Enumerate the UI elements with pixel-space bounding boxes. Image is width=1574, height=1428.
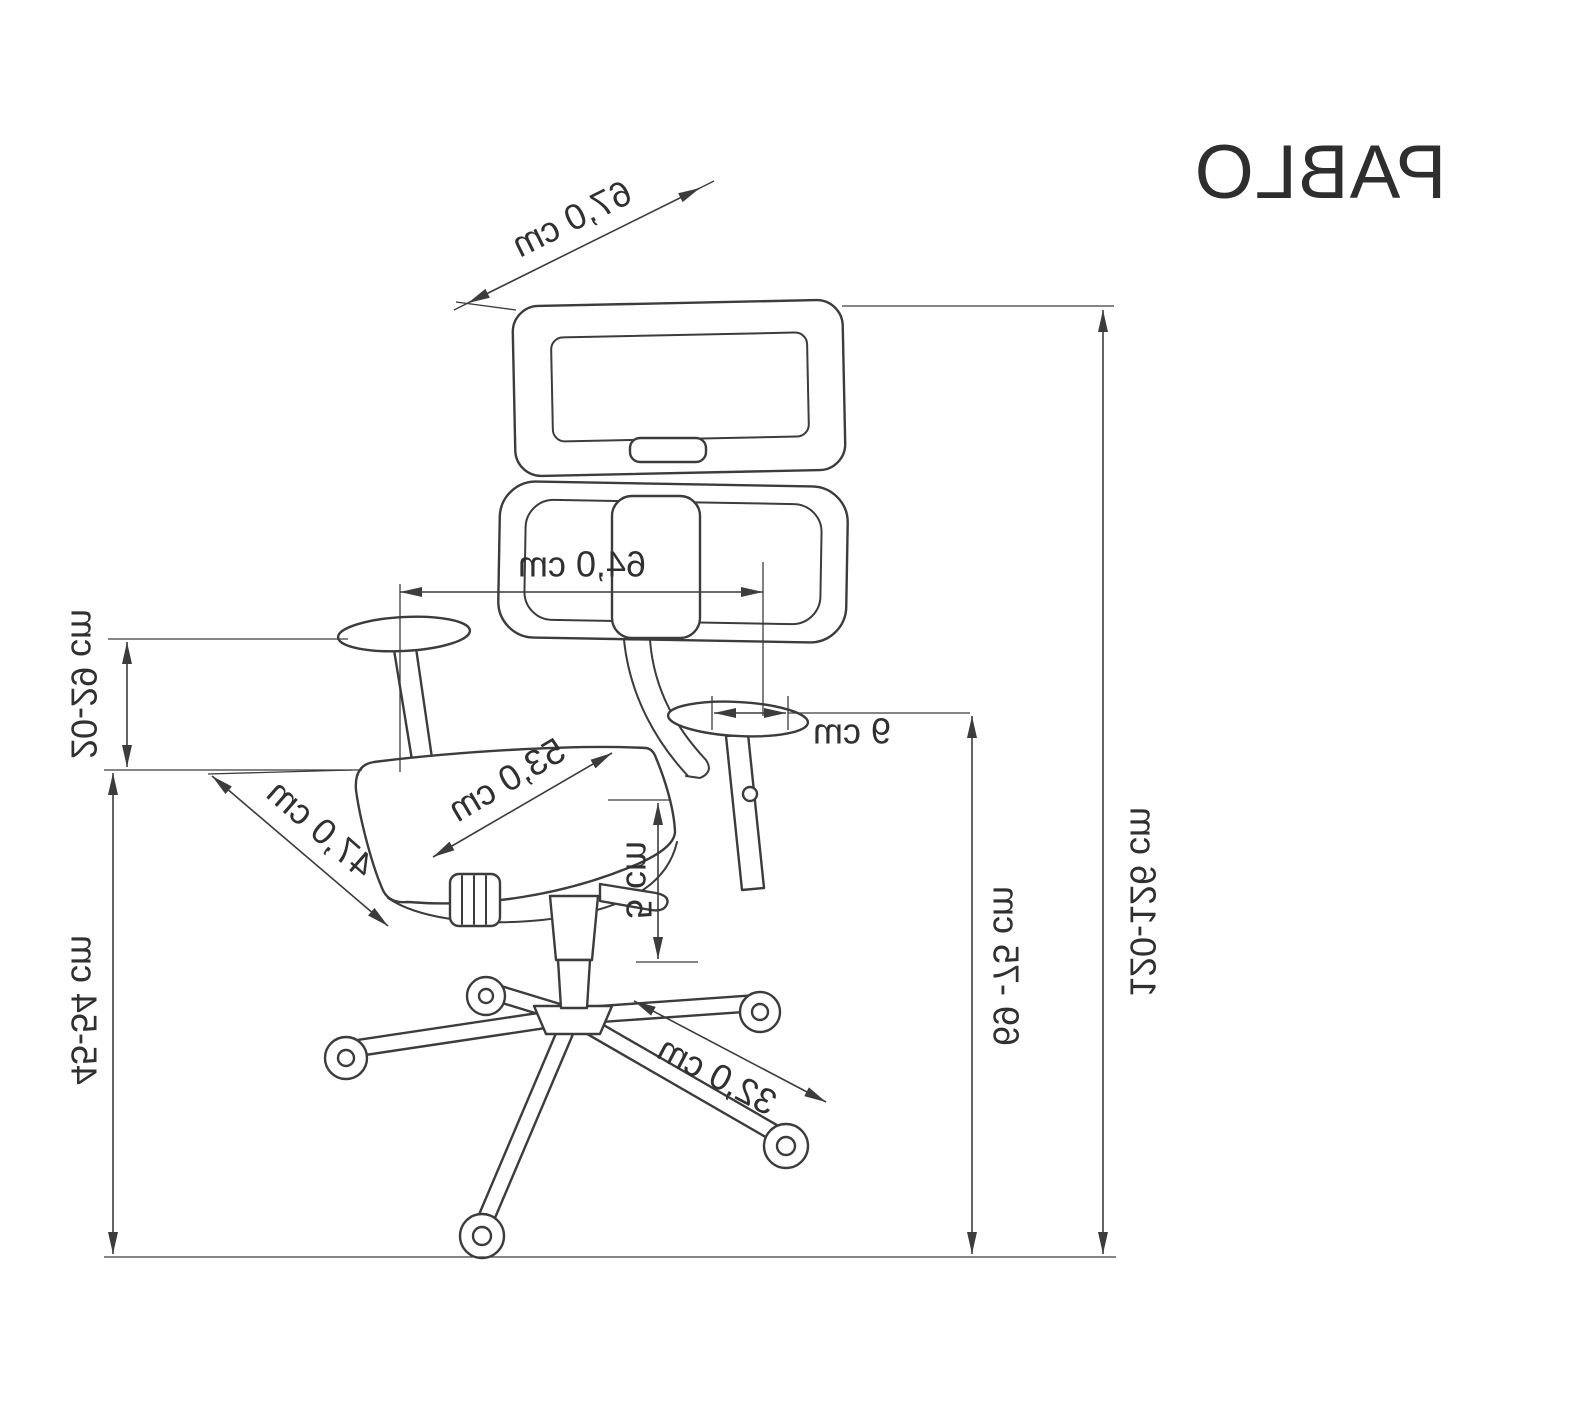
- chair-gaslift-upper: [548, 894, 600, 962]
- caster-hub: [775, 1135, 797, 1157]
- dim-seat-width: [211, 775, 389, 927]
- ext-top-diagonal: [453, 180, 715, 311]
- dim-base-arm-length: [633, 1000, 827, 1103]
- chair-armrest-far-pad: [336, 615, 472, 653]
- chair-spine-joint: [685, 759, 710, 779]
- chair-headrest: [511, 298, 847, 478]
- chair-gaslift-lower: [556, 958, 592, 1010]
- extension-lines: [104, 180, 1116, 1258]
- dim-backrest-top-width: [467, 187, 701, 304]
- chair-knob-ribs: [461, 875, 487, 925]
- chair-base-spoke: [473, 1014, 579, 1236]
- label-armrest-over-seat: 20-29 cm: [63, 609, 104, 759]
- chair-lumbar-strip: [610, 494, 702, 640]
- caster-hub: [336, 1048, 356, 1068]
- chair-spine-inner: [649, 639, 707, 761]
- caster-hub: [471, 1225, 493, 1247]
- label-armrest-floor-height: 69 -75 cm: [985, 886, 1026, 1046]
- chair-armrest-near-support: [724, 732, 766, 892]
- product-title: PABLO: [1194, 130, 1447, 215]
- label-cushion-thickness: 5 cm: [618, 841, 659, 919]
- label-overall-height: 120-126 cm: [1122, 807, 1163, 997]
- label-seat-height: 45-54 cm: [63, 935, 104, 1085]
- label-armpad-depth: 9 cm: [813, 711, 891, 752]
- chair-armrest-button: [741, 785, 759, 803]
- mirrored-layer: PABLO: [63, 130, 1447, 1260]
- dimension-lines: [108, 187, 1108, 1254]
- chair-spine-outer: [623, 639, 689, 777]
- caster-hub: [750, 1002, 770, 1022]
- ext-cushion-ticks: [608, 799, 698, 963]
- ext-seat-corner: [207, 769, 353, 775]
- caster-hub: [477, 987, 495, 1005]
- ext-armpad-ticks: [711, 696, 789, 730]
- label-backrest-width: 64,0 cm: [518, 544, 646, 585]
- chair-base-hub: [532, 1004, 614, 1036]
- dim-seat-depth: [432, 752, 613, 858]
- chair-headrest-tab: [628, 436, 708, 464]
